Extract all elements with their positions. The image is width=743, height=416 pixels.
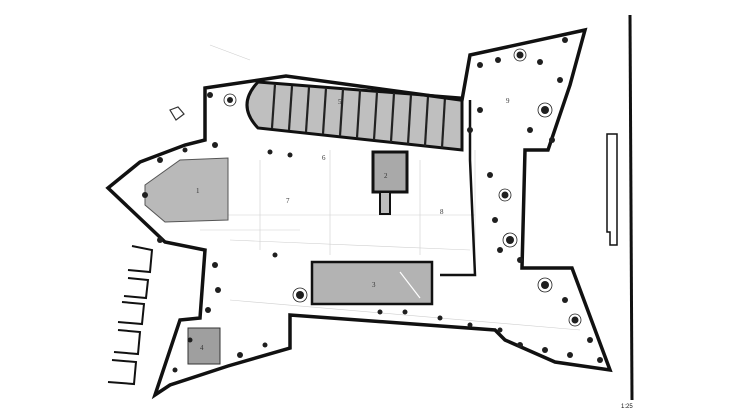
north-hall-shaded [245, 80, 464, 152]
east-narrow-structure [606, 133, 618, 246]
central-shrine-steps [379, 191, 391, 215]
north-hall-bays [270, 83, 447, 149]
room-label-2: 2 [384, 172, 388, 180]
tree-symbols [223, 48, 582, 327]
room-label-7: 7 [286, 197, 290, 205]
room-label-6: 6 [322, 154, 326, 162]
room-label-4: 4 [200, 344, 204, 352]
south-building-shaded [310, 260, 434, 306]
scale-label: 1:25 [621, 404, 633, 410]
west-terraces [107, 245, 154, 386]
construction-lines [200, 44, 581, 331]
central-shrine-shaded [371, 150, 409, 194]
outer-wall [105, 27, 613, 400]
southwest-room-shaded [187, 327, 221, 365]
east-boundary-line [628, 14, 634, 401]
room-label-5: 5 [338, 98, 342, 106]
vegetation-group [142, 37, 603, 373]
room-label-9: 9 [506, 97, 510, 105]
room-label-8: 8 [440, 208, 444, 216]
room-label-1: 1 [196, 187, 200, 195]
room-label-3: 3 [372, 281, 376, 289]
west-marker [169, 106, 185, 121]
west-building-shaded [144, 157, 229, 223]
